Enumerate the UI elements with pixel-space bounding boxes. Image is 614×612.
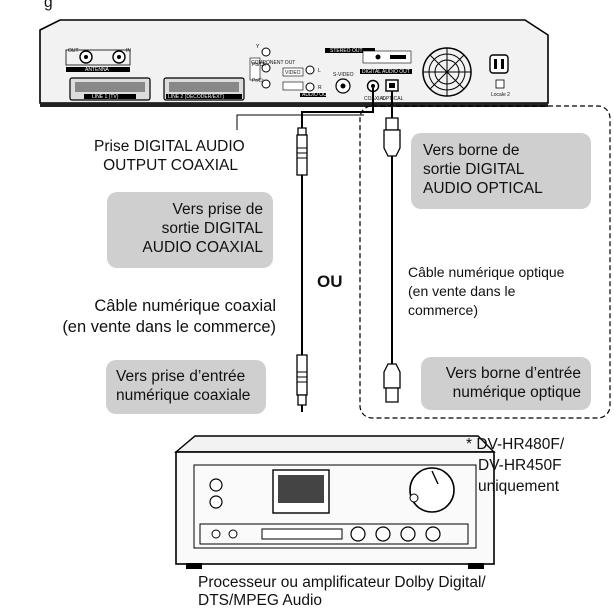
dvd-recorder-back-panel [39,19,549,107]
callout-vers-borne-entree-line1: Vers borne d’entrée [445,365,581,382]
bottom-caption-line2: DTS/MPEG Audio [198,592,323,609]
cable-optique-line1: Câble numérique optique [408,264,565,280]
callout-vers-prise-sortie: Vers prise de sortie DIGITAL AUDIO COAXI… [107,192,273,268]
model-note-line3: uniquement [478,478,560,495]
prise-digital-label: Prise DIGITAL AUDIO OUTPUT COAXIAL [94,137,245,175]
ou-label: OU [317,272,343,291]
callout-vers-prise-sortie-line1: Vers prise de [172,201,263,218]
cable-optique-line2: (en vente dans le [408,283,516,299]
model-note-line1: * DV-HR480F/ [466,436,565,453]
av-amplifier [174,435,496,569]
prise-digital-line1: Prise DIGITAL AUDIO [94,138,245,155]
cable-coaxial-line2: (en vente dans le commerce) [62,318,276,336]
prise-digital-line2: OUTPUT COAXIAL [103,157,238,174]
callout-vers-borne-entree: Vers borne d’entrée numérique optique [421,357,591,410]
power-inlet [489,54,509,89]
model-note-line2: DV-HR450F [478,457,562,474]
scart-line1 [69,77,151,101]
callout-vers-prise-entree-line2: numérique coaxiale [116,387,251,404]
scart-line2 [163,77,245,101]
cable-coaxial-label: Câble numérique coaxial (en vente dans l… [6,296,276,338]
callout-vers-prise-entree-line1: Vers prise d’entrée [116,368,246,385]
callout-vers-prise-sortie-line2: sortie DIGITAL [161,220,263,237]
cable-coaxial-line1: Câble numérique coaxial [94,297,276,315]
callout-vers-borne-sortie-line3: AUDIO OPTICAL [423,180,543,197]
cable-optique-label: Câble numérique optique (en vente dans l… [408,263,564,320]
callout-vers-prise-entree: Vers prise d’entrée numérique coaxiale [106,360,266,414]
audio-video-jacks [282,48,375,97]
digital-audio-out-jacks [360,50,412,93]
s-video-jack [335,78,351,94]
callout-vers-prise-sortie-line3: AUDIO COAXIAL [142,239,263,256]
coaxial-cable [296,88,374,412]
model-note: * DV-HR480F/ DV-HR450F uniquement [466,434,564,497]
coaxial-pointer [236,114,364,130]
cable-optique-line3: commerce) [408,302,479,318]
callout-vers-borne-entree-line2: numérique optique [452,384,581,401]
cooling-fan [422,47,472,97]
header-partial-text: g [44,0,53,11]
callout-vers-borne-sortie: Vers borne de sortie DIGITAL AUDIO OPTIC… [411,133,591,209]
callout-vers-borne-sortie-line2: sortie DIGITAL [423,161,525,178]
callout-vers-borne-sortie-line1: Vers borne de [423,142,520,159]
optical-cable [383,91,401,403]
bottom-caption-line1: Processeur ou amplificateur Dolby Digita… [198,574,486,591]
bottom-caption: Processeur ou amplificateur Dolby Digita… [198,574,486,610]
antenna-connectors [65,49,131,72]
component-out-jacks [249,47,271,89]
optical-option-box [359,105,611,419]
